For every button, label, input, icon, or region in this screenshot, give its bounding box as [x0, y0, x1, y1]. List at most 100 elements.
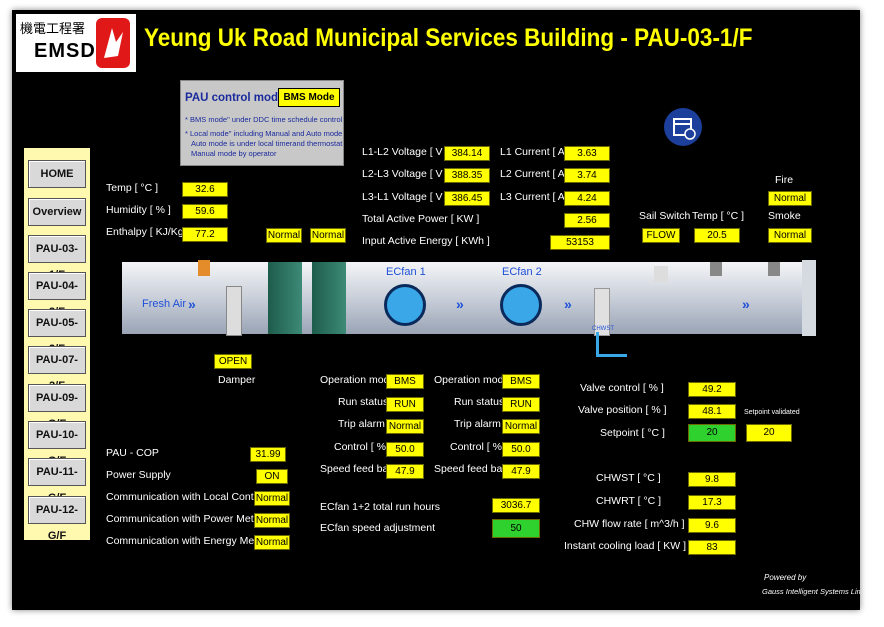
ambient-temp-value: 32.6	[182, 182, 228, 197]
ecfan-1-label: ECfan 1	[386, 266, 426, 278]
damper-label: Damper	[218, 374, 256, 386]
nav-pau-09-button[interactable]: PAU-09-G/F	[28, 384, 86, 430]
nav-pau-10-button[interactable]: PAU-10-G/F	[28, 421, 86, 467]
total-run-hours-label: ECfan 1+2 total run hours	[320, 501, 440, 513]
emsd-logo: 機電工程署 EMSD	[16, 14, 136, 72]
current-l3-label: L3 Current [ A ]	[500, 191, 571, 203]
nav-pau-03-button[interactable]: PAU-03-1/F	[28, 235, 86, 281]
outdoor-sensor-icon	[198, 260, 210, 276]
airflow-arrow-icon: »	[564, 296, 572, 312]
total-power-value: 2.56	[564, 213, 610, 228]
control-mode-note-2: * Local mode" including Manual and Auto …	[185, 129, 343, 138]
ambient-humidity-label: Humidity [ % ]	[106, 204, 171, 216]
voltage-l2-l3-label: L2-L3 Voltage [ V ]	[362, 168, 449, 180]
current-l1-label: L1 Current [ A ]	[500, 146, 571, 158]
fan-speed-adjust-input[interactable]: 50	[492, 519, 540, 538]
control-mode-note-3: Auto mode is under local timerand thermo…	[191, 139, 343, 148]
smoke-label: Smoke	[768, 210, 801, 222]
power-supply-label: Power Supply	[106, 469, 171, 481]
bms-mode-button[interactable]: BMS Mode	[278, 88, 340, 107]
voltage-l2-l3-value: 388.35	[444, 168, 490, 183]
chwrt-value: 17.3	[688, 495, 736, 510]
filter-1-status: Normal	[266, 228, 302, 243]
cooling-coil-icon	[594, 288, 610, 336]
nav-pau-05-button[interactable]: PAU-05-2/F	[28, 309, 86, 355]
sail-switch-value: FLOW	[642, 228, 680, 243]
cooling-load-value: 83	[688, 540, 736, 555]
voltage-l1-l2-label: L1-L2 Voltage [ V ]	[362, 146, 449, 158]
fan1-operation-mode-label: Operation mode	[320, 374, 396, 386]
chw-flow-rate-value: 9.6	[688, 518, 736, 533]
ambient-humidity-value: 59.6	[182, 204, 228, 219]
filter-2-icon	[312, 262, 346, 334]
voltage-l3-l1-value: 386.45	[444, 191, 490, 206]
airflow-arrow-icon: »	[456, 296, 464, 312]
pau-cop-label: PAU - COP	[106, 447, 159, 459]
control-mode-note-1: * BMS mode" under DDC time schedule cont…	[185, 115, 343, 124]
control-mode-title: PAU control mode	[185, 92, 285, 104]
chwst-label: CHWST [ °C ]	[596, 472, 661, 484]
emsd-emblem-icon	[96, 18, 130, 68]
comm-local-controller-value: Normal	[254, 491, 290, 506]
setpoint-validated-value: 20	[746, 424, 792, 442]
nav-pau-11-button[interactable]: PAU-11-G/F	[28, 458, 86, 504]
temp-sensor-icon	[710, 262, 722, 276]
fan2-control-value: 50.0	[502, 442, 540, 457]
fan1-control-value: 50.0	[386, 442, 424, 457]
chw-pipe-icon	[596, 332, 627, 357]
valve-control-value: 49.2	[688, 382, 736, 397]
fan1-control-label: Control [ % ]	[334, 441, 392, 453]
fan1-trip-alarm-value: Normal	[386, 419, 424, 434]
fan1-run-status-label: Run status	[338, 396, 389, 408]
filter-2-status: Normal	[310, 228, 346, 243]
damper-state-value: OPEN	[214, 354, 252, 369]
comm-local-controller-label: Communication with Local Controller	[106, 491, 277, 503]
schedule-calendar-icon[interactable]	[664, 108, 702, 146]
fire-label: Fire	[775, 174, 794, 186]
sail-switch-icon	[654, 266, 668, 282]
control-mode-panel: PAU control mode BMS Mode * BMS mode" un…	[180, 80, 344, 166]
fan2-trip-alarm-label: Trip alarm	[454, 418, 501, 430]
fan2-operation-mode-value: BMS	[502, 374, 540, 389]
total-run-hours-value: 3036.7	[492, 498, 540, 513]
comm-power-meter-value: Normal	[254, 513, 290, 528]
fan2-control-label: Control [ % ]	[450, 441, 508, 453]
voltage-l1-l2-value: 384.14	[444, 146, 490, 161]
chwrt-label: CHWRT [ °C ]	[596, 495, 662, 507]
control-mode-note-4: Manual mode by operator	[191, 149, 277, 158]
fan1-speed-feedback-value: 47.9	[386, 464, 424, 479]
nav-overview-button[interactable]: Overview	[28, 198, 86, 226]
fresh-air-label: Fresh Air	[142, 298, 187, 310]
nav-pau-04-button[interactable]: PAU-04-3/F	[28, 272, 86, 318]
ecfan-2-icon[interactable]	[500, 284, 542, 326]
setpoint-input[interactable]: 20	[688, 424, 736, 442]
valve-position-value: 48.1	[688, 404, 736, 419]
comm-power-meter-label: Communication with Power Meter	[106, 513, 263, 525]
voltage-l3-l1-label: L3-L1 Voltage [ V ]	[362, 191, 449, 203]
sail-switch-label: Sail Switch	[639, 210, 691, 222]
ambient-temp-label: Temp [ °C ]	[106, 182, 159, 194]
company-label: Gauss Intelligent Systems Limited	[762, 587, 860, 596]
airflow-arrow-icon: »	[742, 296, 750, 312]
fan1-run-status-value: RUN	[386, 397, 424, 412]
nav-home-button[interactable]: HOME	[28, 160, 86, 188]
nav-pau-12-button[interactable]: PAU-12-G/F	[28, 496, 86, 542]
valve-control-label: Valve control [ % ]	[580, 382, 664, 394]
ecfan-1-icon[interactable]	[384, 284, 426, 326]
smoke-detector-icon	[768, 262, 780, 276]
nav-pau-07-button[interactable]: PAU-07-2/F	[28, 346, 86, 392]
total-power-label: Total Active Power [ KW ]	[362, 213, 480, 225]
page-title: Yeung Uk Road Municipal Services Buildin…	[144, 24, 753, 52]
airflow-arrow-icon: »	[188, 296, 196, 312]
fan1-operation-mode-value: BMS	[386, 374, 424, 389]
filter-1-icon	[268, 262, 302, 334]
fan-speed-adjust-label: ECfan speed adjustment	[320, 522, 435, 534]
fire-status-value: Normal	[768, 191, 812, 206]
current-l1-value: 3.63	[564, 146, 610, 161]
logo-english-text: EMSD	[34, 40, 96, 62]
current-l2-label: L2 Current [ A ]	[500, 168, 571, 180]
duct-end-cap	[802, 260, 816, 336]
powered-by-label: Powered by	[764, 573, 807, 582]
fan2-operation-mode-label: Operation mode	[434, 374, 510, 386]
comm-energy-meter-value: Normal	[254, 535, 290, 550]
